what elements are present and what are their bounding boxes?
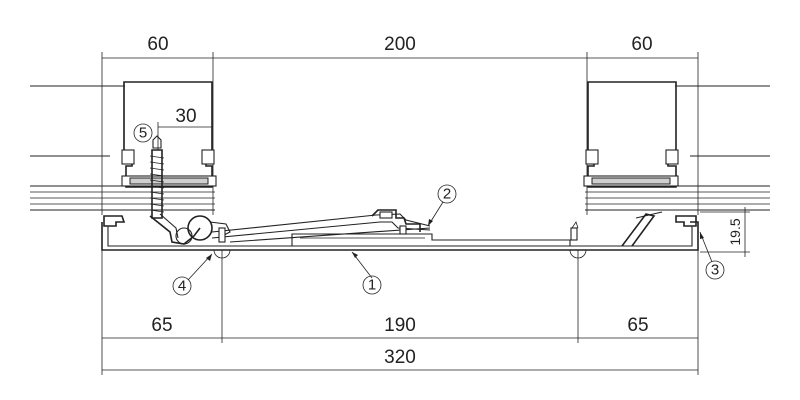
right-panel	[583, 81, 770, 211]
dim-bottom-right: 65	[627, 315, 648, 336]
base-frame-profile	[101, 215, 699, 251]
dim-top-right: 60	[631, 34, 652, 55]
callout-2: 2	[443, 186, 451, 203]
dim-top-left: 60	[147, 34, 168, 55]
screw	[149, 135, 165, 219]
callout-3: 3	[711, 262, 719, 279]
callout-5: 5	[139, 125, 147, 142]
callout-4: 4	[178, 278, 186, 295]
dimension-lines	[101, 52, 750, 375]
left-panel	[30, 81, 217, 211]
dim-bottom-left: 65	[151, 315, 172, 336]
dim-bottom-center: 190	[384, 315, 416, 336]
dim-overall: 320	[384, 347, 416, 368]
spring-arm	[570, 211, 663, 247]
dim-side-19-5: 19.5	[727, 218, 743, 245]
callouts: 1 2 3 4 5	[133, 123, 725, 296]
dim-inner-30: 30	[175, 106, 196, 127]
hinge-assembly	[149, 209, 431, 245]
callout-1: 1	[368, 277, 376, 294]
dimension-labels: 60 200 60 30 19.5 65 190 65 320	[147, 34, 743, 368]
fastener-marks	[213, 227, 587, 259]
dim-top-center: 200	[384, 34, 416, 55]
